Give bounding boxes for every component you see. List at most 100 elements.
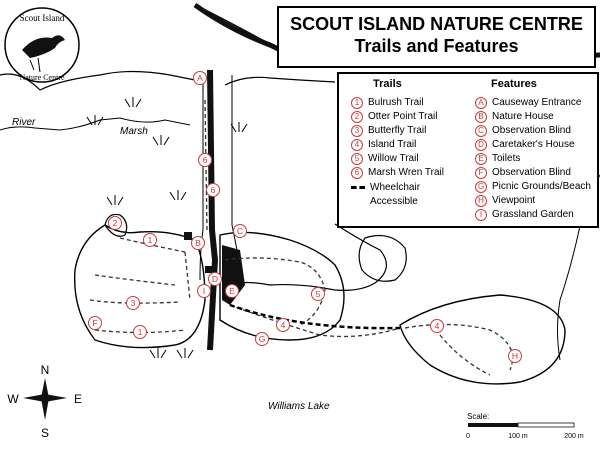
legend-feature-label: Toilets [492, 153, 521, 164]
legend-feature-label: Viewpoint [492, 195, 536, 206]
wheelchair-label-1: Wheelchair [370, 182, 421, 193]
legend-trail-row: 5 Willow Trail [351, 152, 444, 165]
legend-trails: Trails 1 Bulrush Trail 2 Otter Point Trail 3… [351, 78, 444, 209]
logo: Scout Island Nature Centre [4, 7, 80, 83]
scale-bar: Scale: 0 100 m 200 m [466, 412, 584, 440]
road-top-2 [194, 4, 281, 51]
scale-label: Scale: [467, 412, 489, 421]
otter-point [104, 213, 128, 237]
legend-feature-label: Nature House [492, 111, 554, 122]
legend-feature-row: B Nature House [475, 110, 591, 123]
logo-reed-icon [29, 57, 41, 73]
legend-trail-marker-icon: 6 [351, 166, 363, 179]
scale-t2: 200 m [564, 433, 584, 440]
legend-trails-heading: Trails [373, 78, 402, 90]
legend-feature-label: Observation Blind [492, 125, 571, 136]
wheelchair-line-icon [351, 186, 365, 189]
legend-trail-marker-icon: 1 [351, 96, 363, 109]
legend-feature-marker-icon: I [475, 208, 487, 221]
trail-marker-icon [198, 153, 212, 167]
legend-feature-marker-icon: F [475, 166, 487, 179]
legend-feature-row: E Toilets [475, 152, 591, 165]
trail-marker-icon [311, 287, 325, 301]
legend-trail-label: Butterfly Trail [368, 125, 427, 136]
lake-shore-north [0, 117, 191, 131]
legend-trail-label: Marsh Wren Trail [368, 167, 444, 178]
legend-trail-marker-icon: 5 [351, 152, 363, 165]
trail-marker-label: 3 [131, 298, 136, 308]
legend-feature-row: I Grassland Garden [475, 208, 591, 221]
legend-feature-label: Caretaker's House [492, 139, 575, 150]
legend-feature-marker-icon: G [475, 180, 487, 193]
logo-bird-icon [22, 35, 65, 58]
legend-features-heading: Features [491, 78, 537, 90]
trail-marker-label: 2 [113, 218, 118, 228]
trail-marker-label: 5 [316, 289, 321, 299]
feature-marker-label: F [92, 318, 97, 328]
feature-marker-icon [508, 349, 522, 363]
small-island [358, 235, 407, 282]
wheelchair-label-2: Accessible [370, 196, 418, 207]
page-subtitle: Trails and Features [354, 36, 519, 56]
main-island [73, 224, 206, 349]
legend-trail-row: 1 Bulrush Trail [351, 96, 444, 109]
feature-marker-label: D [212, 274, 218, 284]
legend-feature-marker-icon: B [475, 110, 487, 123]
trail-marker-icon [206, 183, 220, 197]
trail-marker-icon [143, 233, 157, 247]
feature-marker-icon [208, 272, 222, 286]
compass-w: W [7, 392, 19, 406]
trail-marker-icon [430, 319, 444, 333]
page-title: SCOUT ISLAND NATURE CENTRE [290, 14, 583, 34]
trail-marker-label: 6 [211, 185, 216, 195]
title-box: SCOUT ISLAND NATURE CENTRE Trails and Fe… [277, 6, 596, 68]
legend-feature-label: Picnic Grounds/Beach [492, 181, 591, 192]
legend-trail-row: 2 Otter Point Trail [351, 110, 444, 123]
legend-trail-marker-icon: 3 [351, 124, 363, 137]
compass-e: E [74, 392, 82, 406]
feature-marker-icon [225, 284, 239, 298]
legend-feature-row: H Viewpoint [475, 194, 591, 207]
trail-marker-label: 1 [148, 235, 153, 245]
caretaker-house-building [205, 266, 212, 273]
trail-marker-icon [108, 216, 122, 230]
trail-marker-label: 4 [281, 320, 286, 330]
feature-marker-label: A [197, 73, 203, 83]
logo-top-text: Scout Island [20, 13, 65, 23]
trail-marker-label: 4 [435, 321, 440, 331]
trail-marker-icon [133, 325, 147, 339]
causeway-edge-w [199, 75, 204, 281]
marsh-label: Marsh [120, 126, 148, 137]
feature-marker-label: G [259, 334, 266, 344]
trail-marker-icon [276, 318, 290, 332]
feature-marker-label: C [237, 226, 243, 236]
nature-house-building [184, 232, 192, 240]
feature-marker-label: B [195, 238, 201, 248]
legend-feature-marker-icon: H [475, 194, 487, 207]
legend-trail-marker-icon: 2 [351, 110, 363, 123]
feature-marker-icon [255, 332, 269, 346]
legend-feature-label: Grassland Garden [492, 209, 574, 220]
legend-trail-label: Island Trail [368, 139, 417, 150]
legend-wheelchair-2: Accessible [351, 195, 444, 208]
trail-marker-label: 6 [203, 155, 208, 165]
compass-s: S [41, 426, 49, 440]
feature-marker-icon [197, 284, 211, 298]
legend-trail-label: Otter Point Trail [368, 111, 438, 122]
legend-trail-label: Bulrush Trail [368, 97, 424, 108]
legend-feature-marker-icon: E [475, 152, 487, 165]
scale-t1: 100 m [508, 433, 528, 440]
feature-marker-label: I [203, 286, 205, 296]
legend-trail-row: 6 Marsh Wren Trail [351, 166, 444, 179]
scale-t0: 0 [466, 433, 470, 440]
legend-trail-label: Willow Trail [368, 153, 419, 164]
compass-rose-icon [23, 378, 67, 420]
shoreline [0, 70, 387, 291]
